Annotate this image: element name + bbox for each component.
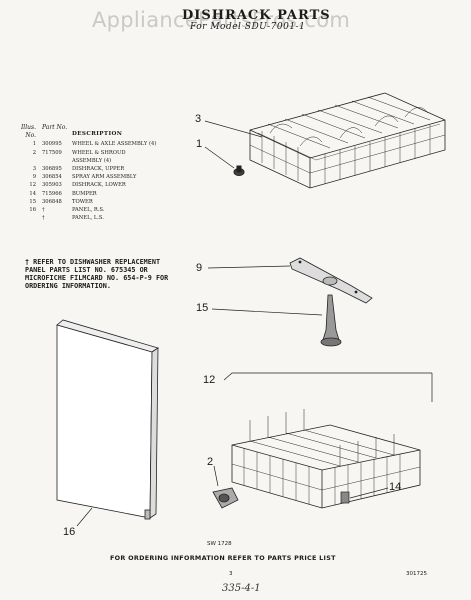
illus-no: 9 — [32, 174, 36, 181]
spray-arm-assembly — [289, 257, 373, 304]
callout-2: 2 — [207, 456, 214, 468]
callout-14: 14 — [389, 481, 402, 493]
description: WHEEL & AXLE ASSEMBLY (4) — [72, 141, 157, 148]
part-no: † — [42, 207, 45, 214]
col-part-header: Part No. — [42, 124, 68, 131]
table-row: 2 717509 WHEEL & SHROUD — [14, 149, 202, 157]
side-panel — [56, 319, 159, 520]
bumper — [340, 491, 350, 504]
col-illus-header: Illus. No. — [20, 124, 36, 140]
page-number: 3 — [229, 571, 233, 577]
illus-no: 14 — [29, 190, 36, 197]
table-row: 9 306854 SPRAY ARM ASSEMBLY — [14, 173, 202, 181]
figure-code: SW 1728 — [207, 541, 232, 547]
callout-16: 16 — [63, 526, 76, 538]
description: PANEL, L.S. — [72, 215, 104, 222]
ordering-footer: FOR ORDERING INFORMATION REFER TO PARTS … — [110, 554, 336, 562]
page-title: DISHRACK PARTS — [182, 8, 331, 23]
description: DISHRACK, LOWER — [72, 182, 126, 189]
wheel-shroud-assembly — [212, 487, 239, 509]
table-row: † PANEL, L.S. — [14, 214, 202, 222]
table-row: 3 306895 DISHRACK, UPPER — [14, 165, 202, 173]
callout-3: 3 — [195, 113, 202, 125]
handwritten-note: 335-4-1 — [222, 583, 261, 594]
description: PANEL, R.S. — [72, 207, 105, 214]
description: WHEEL & SHROUD — [72, 149, 126, 156]
callout-12: 12 — [203, 374, 216, 386]
description: ASSEMBLY (4) — [72, 157, 112, 164]
description: DISHRACK, UPPER — [72, 166, 125, 173]
table-row: 1 300995 WHEEL & AXLE ASSEMBLY (4) — [14, 140, 202, 148]
part-no: † — [42, 215, 45, 222]
table-row: ASSEMBLY (4) — [14, 157, 202, 165]
model-subtitle: For Model SDU-7001-1 — [190, 22, 306, 32]
doc-code: 301725 — [406, 571, 427, 577]
table-row: 16 † PANEL, R.S. — [14, 206, 202, 214]
callout-15: 15 — [196, 302, 209, 314]
table-row: 14 715966 BUMPER — [14, 190, 202, 198]
illus-no: 12 — [29, 182, 36, 189]
upper-dishrack — [249, 92, 446, 189]
wheel-axle-assembly — [233, 165, 245, 176]
table-row: 15 306848 TOWER — [14, 198, 202, 206]
illus-no: 2 — [32, 149, 36, 156]
lower-dishrack — [231, 409, 421, 509]
part-no: 300995 — [42, 141, 62, 148]
illus-no: 1 — [32, 141, 36, 148]
part-no: 306848 — [42, 198, 62, 205]
part-no: 717509 — [42, 149, 62, 156]
tower — [320, 294, 342, 347]
illus-no: 15 — [29, 198, 36, 205]
illus-no: 16 — [29, 207, 36, 214]
part-no: 306895 — [42, 166, 62, 173]
part-no: 715966 — [42, 190, 62, 197]
illus-no: 3 — [32, 166, 36, 173]
part-no: 306854 — [42, 174, 62, 181]
replacement-panel-note: † REFER TO DISHWASHER REPLACEMENT PANEL … — [25, 258, 169, 290]
callout-9: 9 — [196, 262, 203, 274]
callout-1: 1 — [196, 138, 203, 150]
table-row: 12 305903 DISHRACK, LOWER — [14, 181, 202, 189]
description: BUMPER — [72, 190, 97, 197]
description: TOWER — [72, 198, 93, 205]
col-desc-header: DESCRIPTION — [72, 131, 123, 137]
description: SPRAY ARM ASSEMBLY — [72, 174, 137, 181]
part-no: 305903 — [42, 182, 62, 189]
watermark: AppliancePartsPros.com — [92, 8, 351, 32]
